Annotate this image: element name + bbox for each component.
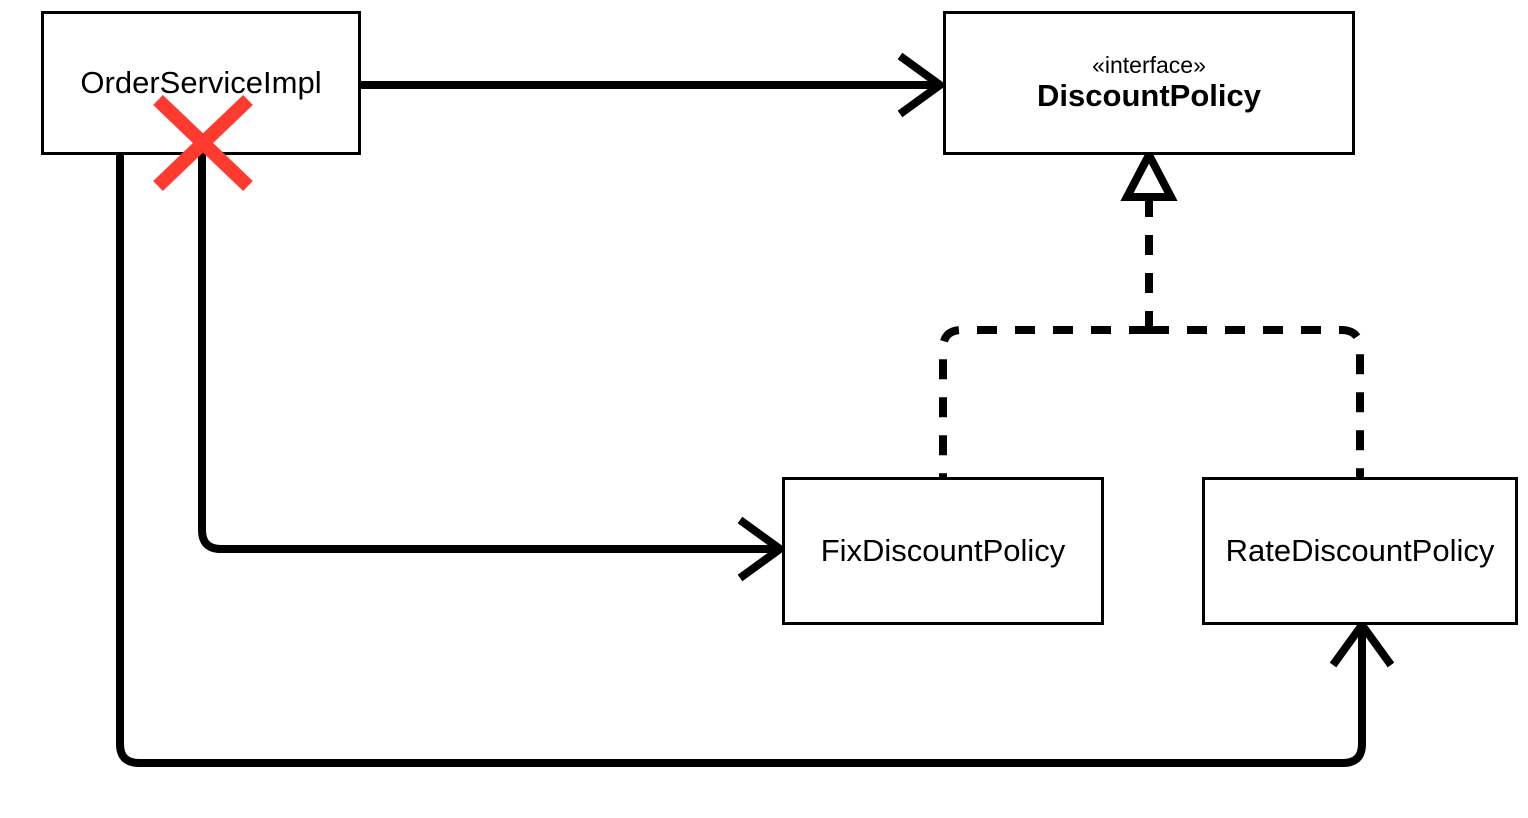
connector-impl-to-rate-discount-policy: [116, 155, 1395, 767]
connector-realization-tree: [939, 146, 1364, 477]
class-box-rate-discount-policy[interactable]: RateDiscountPolicy: [1202, 477, 1518, 625]
connector-line: [116, 155, 1366, 767]
realization-branch-fix: [939, 326, 1149, 477]
hollow-triangle-arrowhead-icon: [1120, 146, 1178, 201]
connector-line: [198, 155, 776, 553]
class-box-discount-policy[interactable]: «interface» DiscountPolicy: [943, 11, 1355, 155]
open-arrowhead-icon: [1329, 618, 1395, 668]
class-box-fix-discount-policy[interactable]: FixDiscountPolicy: [782, 477, 1104, 625]
class-box-order-service-impl[interactable]: OrderServiceImpl: [41, 11, 361, 155]
interface-name-label: DiscountPolicy: [1037, 78, 1261, 114]
class-name-label: FixDiscountPolicy: [820, 532, 1066, 568]
open-arrowhead-icon: [897, 52, 947, 118]
stereotype-label: «interface»: [1092, 51, 1206, 78]
open-arrowhead-icon: [737, 516, 787, 582]
connector-impl-to-fix-discount-policy: [198, 155, 787, 582]
connector-impl-to-discount-policy: [361, 52, 947, 118]
class-name-label: OrderServiceImpl: [80, 64, 322, 100]
class-name-label: RateDiscountPolicy: [1225, 532, 1495, 568]
realization-branch-rate: [1149, 326, 1364, 477]
